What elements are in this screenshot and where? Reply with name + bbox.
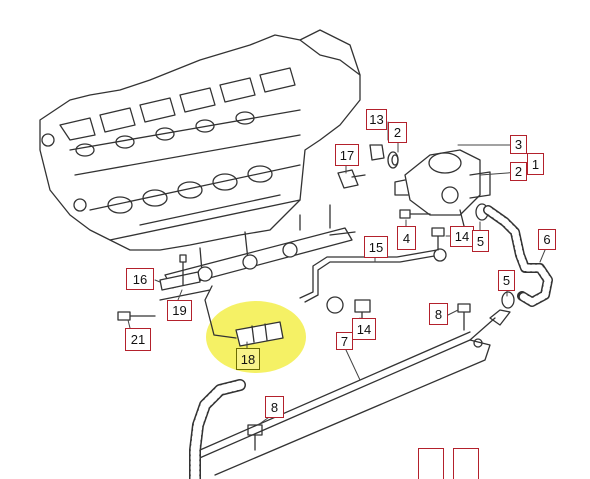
callout-15: 15 — [364, 236, 388, 258]
fuel-rail — [164, 204, 356, 289]
callout-6: 6 — [538, 229, 556, 250]
cup-13 — [369, 144, 385, 161]
lower-hose — [189, 379, 246, 479]
callout-3: 3 — [510, 135, 527, 154]
callout-8-lower: 8 — [265, 396, 284, 418]
callout-13: 13 — [366, 109, 387, 130]
bracket-7 — [194, 317, 496, 476]
fitting-14-upper — [431, 227, 445, 251]
fuel-hose-6 — [483, 205, 553, 307]
injector-16 — [159, 271, 201, 291]
callout-8-upper: 8 — [429, 303, 448, 325]
bolt-8-lower — [247, 424, 263, 451]
callout-18: 18 — [236, 348, 260, 370]
callout-7: 7 — [336, 332, 353, 350]
callout-partial-right — [453, 448, 479, 479]
bolt-8-upper — [457, 303, 471, 331]
callout-1: 1 — [527, 153, 544, 175]
callout-14-upper: 14 — [450, 226, 474, 247]
callout-5-lower: 5 — [498, 270, 515, 291]
sensor-17 — [337, 169, 366, 189]
callout-17: 17 — [335, 144, 359, 166]
callout-5-upper: 5 — [472, 230, 489, 252]
callout-16: 16 — [126, 268, 154, 290]
callout-partial-left — [418, 448, 444, 479]
clamp-5-lower — [501, 291, 515, 309]
bolt-19 — [179, 254, 187, 286]
callout-2-upper: 2 — [388, 122, 407, 143]
sensor-18 — [204, 285, 284, 347]
callout-19: 19 — [167, 300, 192, 321]
callout-21: 21 — [125, 328, 151, 351]
bolt-4 — [399, 209, 431, 219]
seal-2b — [391, 154, 399, 166]
seal-2a — [387, 151, 399, 169]
callout-4: 4 — [397, 226, 416, 250]
callout-14-lower: 14 — [352, 318, 376, 340]
high-pressure-line-15 — [299, 248, 447, 314]
callout-2-right: 2 — [510, 162, 527, 181]
cylinder-head — [39, 29, 361, 251]
high-pressure-pump-3 — [394, 149, 491, 231]
bolt-21 — [117, 311, 156, 321]
